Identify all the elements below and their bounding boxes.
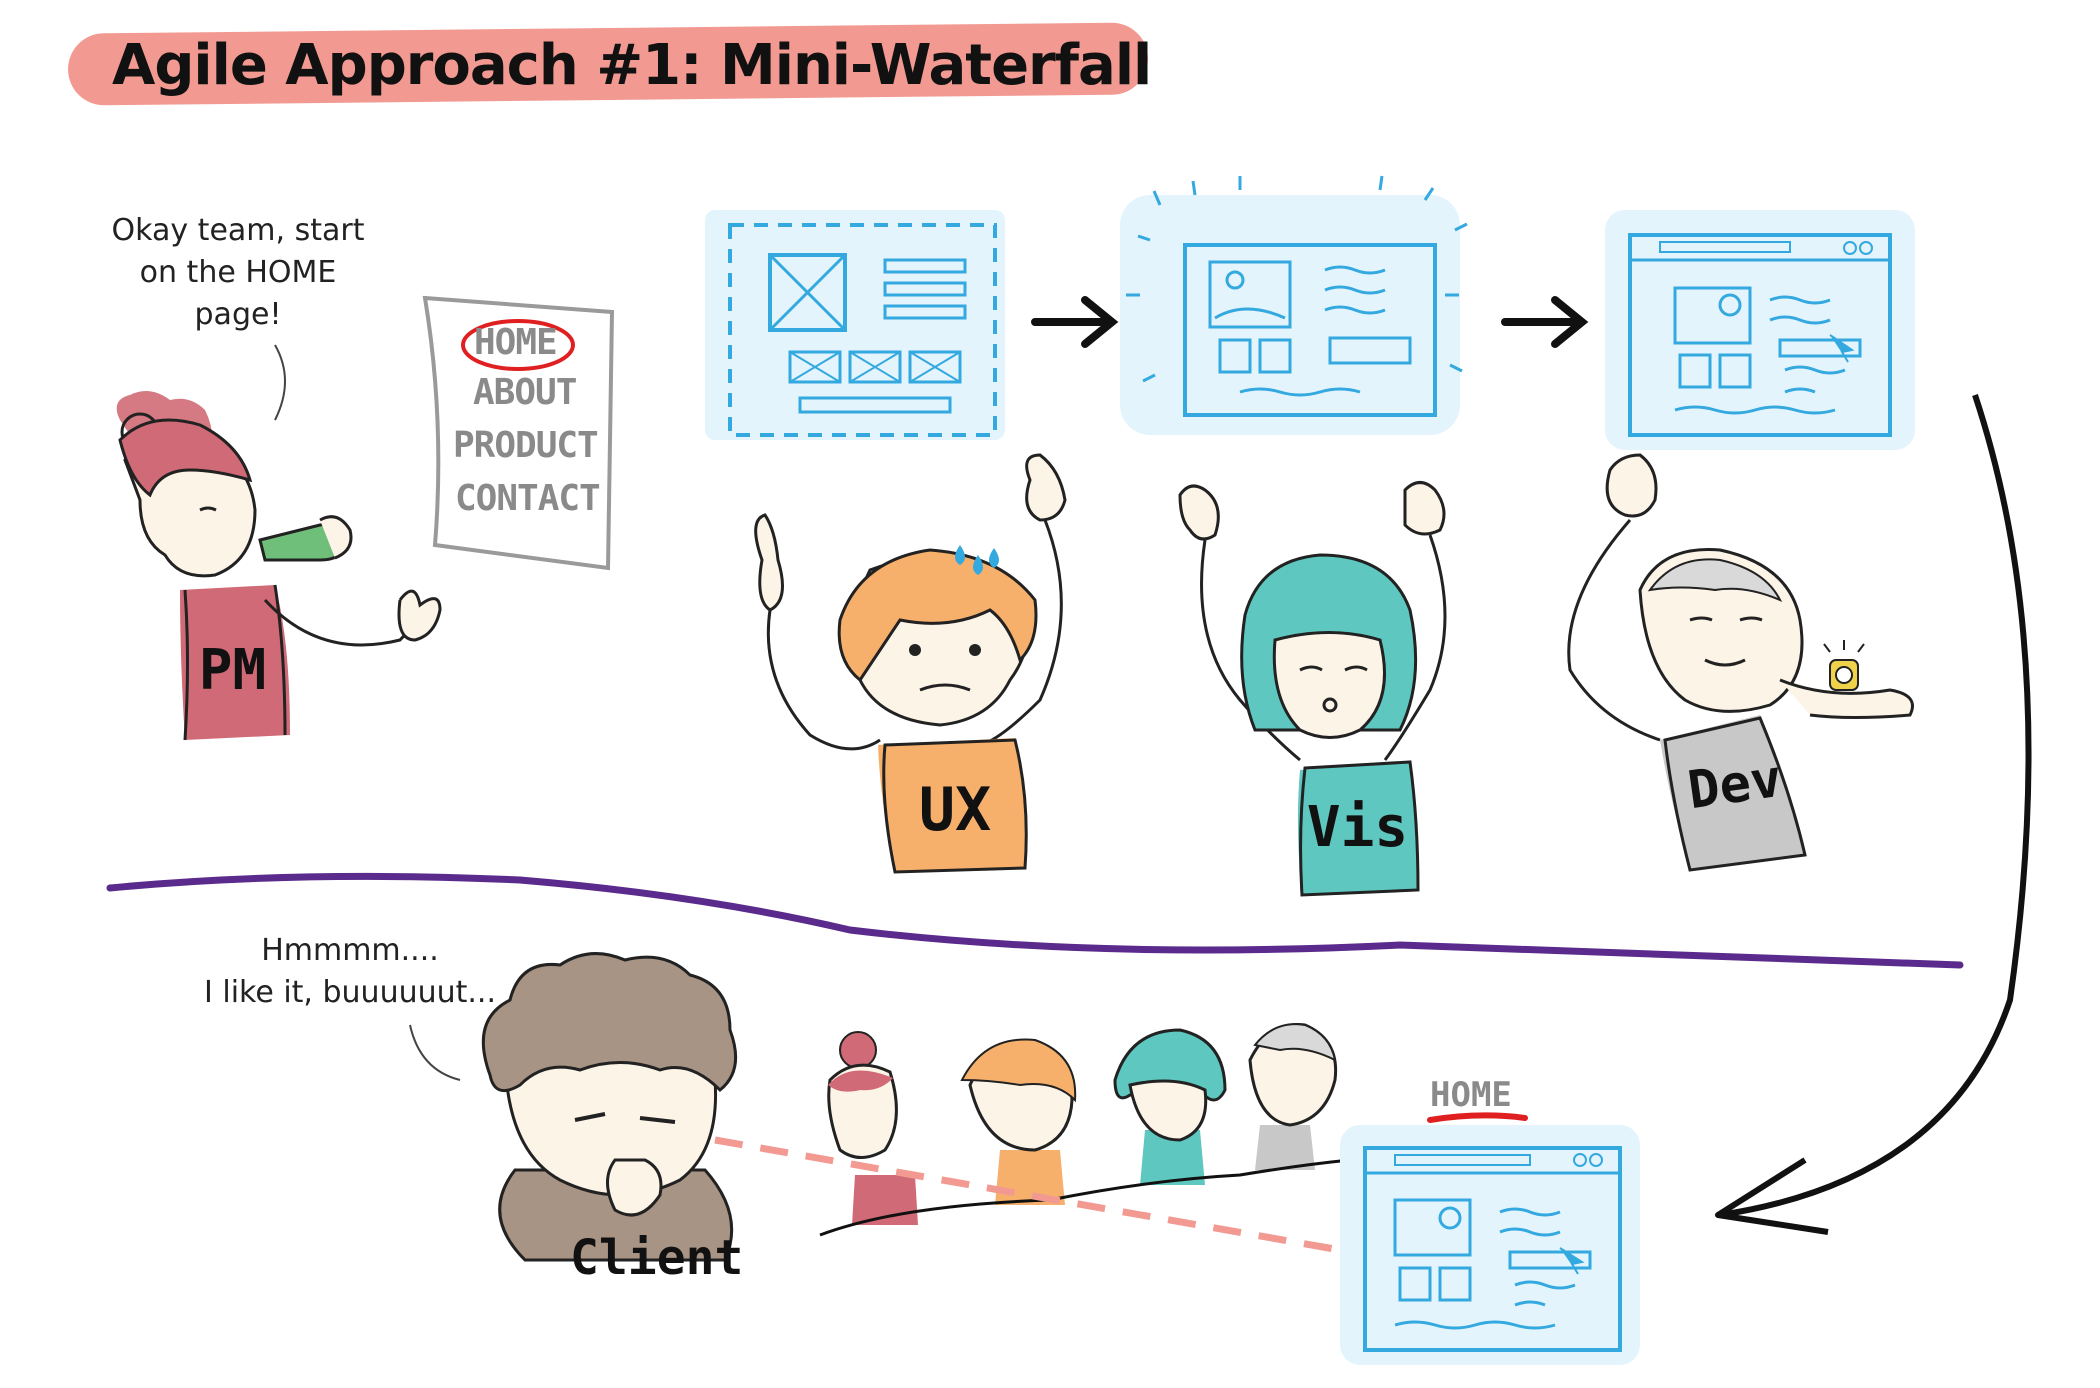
- page-title: Agile Approach #1: Mini-Waterfall: [112, 33, 1152, 98]
- wireframe-dev: [1605, 210, 1915, 450]
- arrow-right-icon: [1501, 296, 1589, 348]
- wireframe-home-final: [1340, 1125, 1640, 1365]
- section-divider: [106, 872, 1964, 969]
- sitemap-paper: [422, 295, 615, 571]
- speech-tail-client: [409, 1024, 461, 1081]
- cursor-icon: [1559, 1247, 1585, 1275]
- wireframe-visual: [1120, 175, 1468, 435]
- pm-speech-line: page!: [194, 297, 282, 332]
- client-speech-line: I like it, buuuuuut...: [203, 975, 497, 1010]
- menu-item-about: ABOUT: [473, 372, 577, 413]
- wireframe-ux: [705, 210, 1005, 440]
- role-label-vis: Vis: [1306, 795, 1409, 860]
- ux-figure: [754, 453, 1067, 874]
- gaze-line: [714, 1136, 1341, 1254]
- sweat-drops-icon: [955, 545, 999, 575]
- cursor-icon: [1829, 334, 1855, 363]
- table-edge: [819, 1158, 1351, 1237]
- team-vis-small: [1113, 1028, 1227, 1185]
- pm-speech-line: Okay team, start: [111, 213, 365, 248]
- team-dev-small: [1248, 1022, 1338, 1170]
- pm-speech-line: on the HOME: [139, 255, 337, 290]
- role-label-client: Client: [570, 1230, 744, 1286]
- home-page-label: HOME: [1430, 1075, 1512, 1115]
- client-speech-line: Hmmmm....: [261, 933, 439, 968]
- client-speech-bubble: Hmmmm.... I like it, buuuuuut...: [200, 930, 500, 1014]
- home-underline: [1427, 1112, 1528, 1123]
- dev-figure: [1567, 453, 1914, 872]
- arrow-right-icon: [1031, 296, 1119, 348]
- speech-tail-pm: [274, 344, 286, 421]
- menu-item-product: PRODUCT: [453, 425, 599, 466]
- watch-icon: [1823, 640, 1865, 691]
- client-figure: [481, 952, 738, 1262]
- role-label-ux: UX: [918, 775, 992, 845]
- vis-figure: [1178, 481, 1447, 897]
- role-label-pm: PM: [198, 638, 267, 703]
- menu-item-contact: CONTACT: [455, 478, 601, 519]
- pm-speech-bubble: Okay team, start on the HOME page!: [108, 210, 368, 336]
- team-ux-small: [960, 1038, 1077, 1205]
- pm-figure: [116, 391, 442, 741]
- team-pm-small: [827, 1031, 918, 1225]
- menu-item-home: HOME: [474, 322, 558, 363]
- home-highlight-circle: [461, 319, 575, 371]
- curved-arrow-icon: [1715, 394, 2032, 1235]
